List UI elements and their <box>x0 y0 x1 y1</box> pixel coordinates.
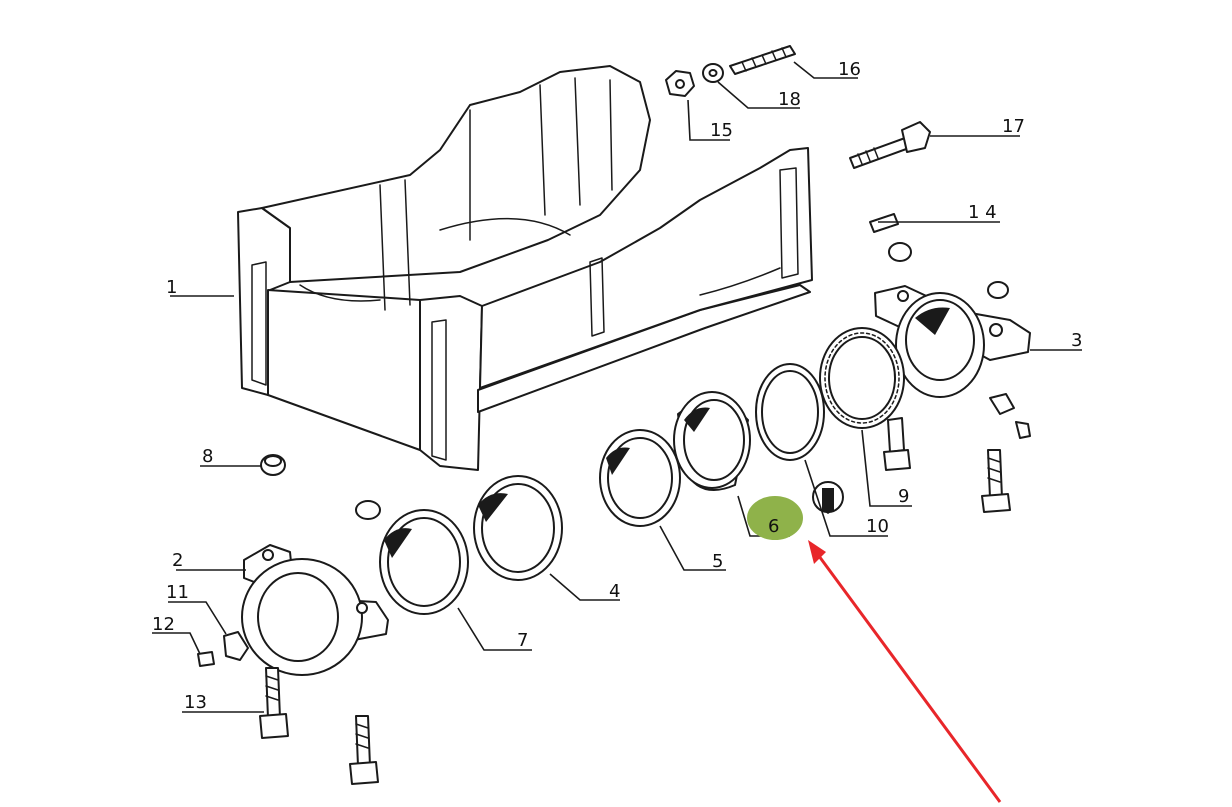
bushing-4 <box>473 475 563 581</box>
highlight-circle <box>747 496 803 540</box>
callout-16: 16 <box>838 59 861 80</box>
callout-3: 3 <box>1071 330 1082 351</box>
callout-7: 7 <box>517 630 528 651</box>
arrow-head <box>808 540 826 564</box>
fitting-11 <box>223 631 249 661</box>
highlight-part-6: 6 <box>747 496 803 540</box>
bushing-6 <box>673 391 751 491</box>
bush-8 <box>260 454 286 476</box>
grease-nipple-12 <box>197 651 215 667</box>
bushing-5 <box>599 429 681 527</box>
callout-13: 13 <box>184 692 207 713</box>
callout-5: 5 <box>712 551 723 572</box>
callout-1: 1 <box>166 277 177 298</box>
seal-ring-9 <box>819 327 905 429</box>
pin-14 <box>869 213 1009 299</box>
bearing-cap-2 <box>241 544 389 676</box>
callout-4: 4 <box>609 581 620 602</box>
bolt-9 <box>883 417 911 471</box>
stud-16 <box>729 45 796 75</box>
bolt-13 <box>259 667 289 739</box>
bolt-bottom <box>349 715 379 785</box>
callout-8: 8 <box>202 446 213 467</box>
callout-labels: 1 2 3 4 5 7 8 9 10 11 12 13 1 4 15 16 17… <box>152 59 1082 713</box>
callout-9: 9 <box>898 486 909 507</box>
arrow-shaft <box>814 551 1002 803</box>
grease-nipple-right <box>989 393 1031 439</box>
washer-18 <box>702 63 724 83</box>
callout-2: 2 <box>172 550 183 571</box>
callout-15: 15 <box>710 120 733 141</box>
callout-18: 18 <box>778 89 801 110</box>
callout-10: 10 <box>866 516 889 537</box>
callout-17: 17 <box>1002 116 1025 137</box>
bushing-7 <box>379 509 469 615</box>
nut-15 <box>665 70 695 97</box>
small-bush-top <box>355 500 381 520</box>
bolt-right <box>981 449 1011 513</box>
thin-ring-10 <box>755 363 825 461</box>
callout-12: 12 <box>152 614 175 635</box>
callout-11: 11 <box>166 582 189 603</box>
bearing-cap-3 <box>874 285 1031 398</box>
red-pointer-arrow <box>808 540 1002 803</box>
callout-14: 1 4 <box>968 202 997 223</box>
housing-frame <box>237 65 813 471</box>
callout-6: 6 <box>768 516 779 537</box>
bolt-17 <box>849 121 931 169</box>
bush-10 <box>812 481 844 514</box>
